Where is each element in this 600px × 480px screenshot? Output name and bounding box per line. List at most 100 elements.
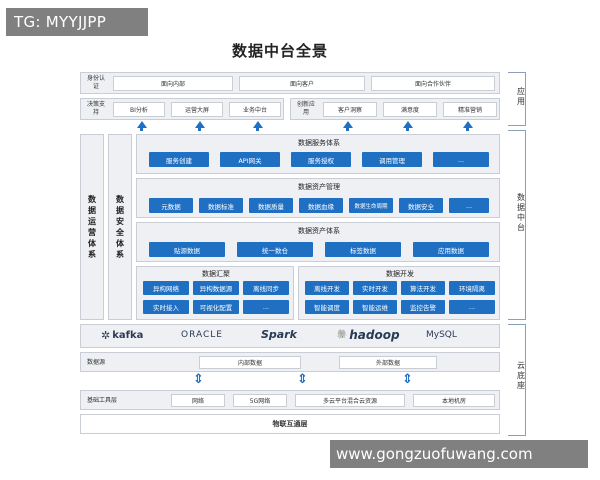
asset-quality[interactable]: 数据质量: [249, 198, 293, 213]
arrow-stem: [198, 127, 201, 131]
auth-customer[interactable]: 面向客户: [239, 76, 365, 91]
collect-more[interactable]: ...: [243, 300, 289, 314]
asset-lifecycle[interactable]: 数据生命周期: [349, 198, 393, 213]
collect-heterogeneous-network[interactable]: 异构网络: [143, 281, 189, 295]
arrow-stem: [466, 127, 469, 131]
develop-offline[interactable]: 离线开发: [305, 281, 349, 295]
security-system-column: 数据安全体系: [108, 134, 132, 320]
develop-more[interactable]: ...: [449, 300, 495, 314]
row-auth: 身份认证 面向内部 面向客户 面向合作伙伴: [80, 72, 500, 94]
arrow-up-icon: [403, 121, 413, 128]
side-bracket-cloud: 云底座: [508, 324, 526, 436]
asset-security[interactable]: 数据安全: [399, 198, 443, 213]
page-title: 数据中台全景: [231, 42, 328, 60]
arrow-up-icon: [195, 121, 205, 128]
datasource-external[interactable]: 外部数据: [339, 356, 437, 369]
infra-label: 基础工具层: [87, 397, 118, 404]
collect-heterogeneous-source[interactable]: 异构数据源: [193, 281, 239, 295]
arrow-stem: [406, 127, 409, 131]
asset-app-data[interactable]: 应用数据: [413, 242, 489, 257]
logo-bar: ✲kafka ORACLE Spark 🐘hadoop MySQL: [80, 324, 500, 348]
infra-row: 基础工具层 网络 5G网络 多云平台混合云资源 本地机房: [80, 390, 500, 410]
hadoop-logo: 🐘hadoop: [336, 328, 400, 342]
service-panel: 数据服务体系 服务创建 API网关 服务授权 调用管理 ...: [136, 134, 500, 174]
collect-offline-sync[interactable]: 离线同步: [243, 281, 289, 295]
kafka-logo: ✲kafka: [101, 329, 143, 342]
ops-system-label: 数据运营体系: [88, 195, 96, 259]
develop-smart-ops[interactable]: 智能运维: [353, 300, 397, 314]
row-innovation-label: 创新应用: [296, 101, 315, 116]
kafka-icon: ✲: [101, 329, 111, 342]
infra-local-room[interactable]: 本地机房: [413, 394, 495, 407]
infra-network[interactable]: 网络: [171, 394, 225, 407]
collect-realtime[interactable]: 实时接入: [143, 300, 189, 314]
kafka-text: kafka: [112, 330, 144, 341]
asset-tag-data[interactable]: 标签数据: [325, 242, 401, 257]
service-more[interactable]: ...: [433, 152, 489, 167]
ops-system-column: 数据运营体系: [80, 134, 104, 320]
arrow-stem: [256, 127, 259, 131]
side-label-cloud: 云底座: [517, 361, 525, 390]
side-bracket-middle: 数据中台: [508, 130, 526, 320]
datasource-internal[interactable]: 内部数据: [199, 356, 301, 369]
row-decision: 决策支持 BI分析 运营大屏 业务中台: [80, 98, 284, 120]
develop-env-isolation[interactable]: 环境隔离: [449, 281, 495, 295]
infra-5g[interactable]: 5G网络: [233, 394, 287, 407]
infra-multicloud[interactable]: 多云平台混合云资源: [295, 394, 405, 407]
arrow-stem: [140, 127, 143, 131]
watermark-bottom-text: www.gongzuofuwang.com: [336, 445, 533, 463]
asset-mgmt-title: 数据资产管理: [298, 183, 340, 191]
asset-system-panel: 数据资产体系 贴源数据 统一数仓 标签数据 应用数据: [136, 222, 500, 262]
oracle-logo: ORACLE: [181, 330, 223, 340]
security-system-label: 数据安全体系: [116, 195, 124, 259]
spark-logo: Spark: [261, 328, 297, 341]
innovation-satisfaction[interactable]: 满意度: [383, 102, 437, 117]
develop-monitor-alert[interactable]: 监控告警: [401, 300, 445, 314]
watermark-bottom: www.gongzuofuwang.com: [330, 440, 588, 468]
develop-smart-schedule[interactable]: 智能调度: [305, 300, 349, 314]
auth-partner[interactable]: 面向合作伙伴: [371, 76, 495, 91]
hadoop-elephant-icon: 🐘: [336, 330, 348, 340]
row-decision-label: 决策支持: [86, 101, 105, 116]
asset-mgmt-panel: 数据资产管理 元数据 数据标准 数据质量 数据血缘 数据生命周期 数据安全 ..…: [136, 178, 500, 218]
service-create[interactable]: 服务创建: [149, 152, 209, 167]
arrow-up-icon: [137, 121, 147, 128]
double-arrow-icon: ⇕: [402, 372, 413, 387]
side-label-app: 应用: [517, 87, 525, 106]
decision-dashboard[interactable]: 运营大屏: [171, 102, 223, 117]
arrow-up-icon: [463, 121, 473, 128]
hadoop-text: hadoop: [349, 328, 400, 342]
asset-unified-warehouse[interactable]: 统一数仓: [237, 242, 313, 257]
iot-row: 物联互通层: [80, 414, 500, 434]
develop-panel: 数据开发 离线开发 实时开发 算法开发 环境隔离 智能调度 智能运维 监控告警 …: [298, 266, 500, 320]
double-arrow-icon: ⇕: [297, 372, 308, 387]
service-call-management[interactable]: 调用管理: [362, 152, 422, 167]
datasource-row: 数据源 内部数据 外部数据: [80, 352, 500, 372]
asset-metadata[interactable]: 元数据: [149, 198, 193, 213]
collect-title: 数据汇聚: [202, 270, 230, 278]
side-bracket-app: 应用: [508, 72, 526, 126]
innovation-insight[interactable]: 客户洞察: [323, 102, 377, 117]
row-innovation: 创新应用 客户洞察 满意度 精准营销: [290, 98, 500, 120]
asset-standard[interactable]: 数据标准: [199, 198, 243, 213]
service-authorize[interactable]: 服务授权: [291, 152, 351, 167]
service-api-gateway[interactable]: API网关: [220, 152, 280, 167]
watermark-top: TG: MYYJJPP: [6, 8, 148, 36]
asset-lineage[interactable]: 数据血缘: [299, 198, 343, 213]
decision-bi[interactable]: BI分析: [113, 102, 165, 117]
asset-more[interactable]: ...: [449, 198, 489, 213]
develop-realtime[interactable]: 实时开发: [353, 281, 397, 295]
auth-internal[interactable]: 面向内部: [113, 76, 233, 91]
datasource-label: 数据源: [87, 359, 106, 366]
collect-visual-config[interactable]: 可视化配置: [193, 300, 239, 314]
asset-source-data[interactable]: 贴源数据: [149, 242, 225, 257]
side-label-middle: 数据中台: [517, 193, 525, 232]
watermark-top-text: TG: MYYJJPP: [14, 13, 107, 31]
develop-title: 数据开发: [386, 270, 414, 278]
double-arrow-icon: ⇕: [193, 372, 204, 387]
arrow-stem: [346, 127, 349, 131]
develop-algorithm[interactable]: 算法开发: [401, 281, 445, 295]
innovation-marketing[interactable]: 精准营销: [443, 102, 497, 117]
asset-system-title: 数据资产体系: [298, 227, 340, 235]
decision-business[interactable]: 业务中台: [229, 102, 281, 117]
